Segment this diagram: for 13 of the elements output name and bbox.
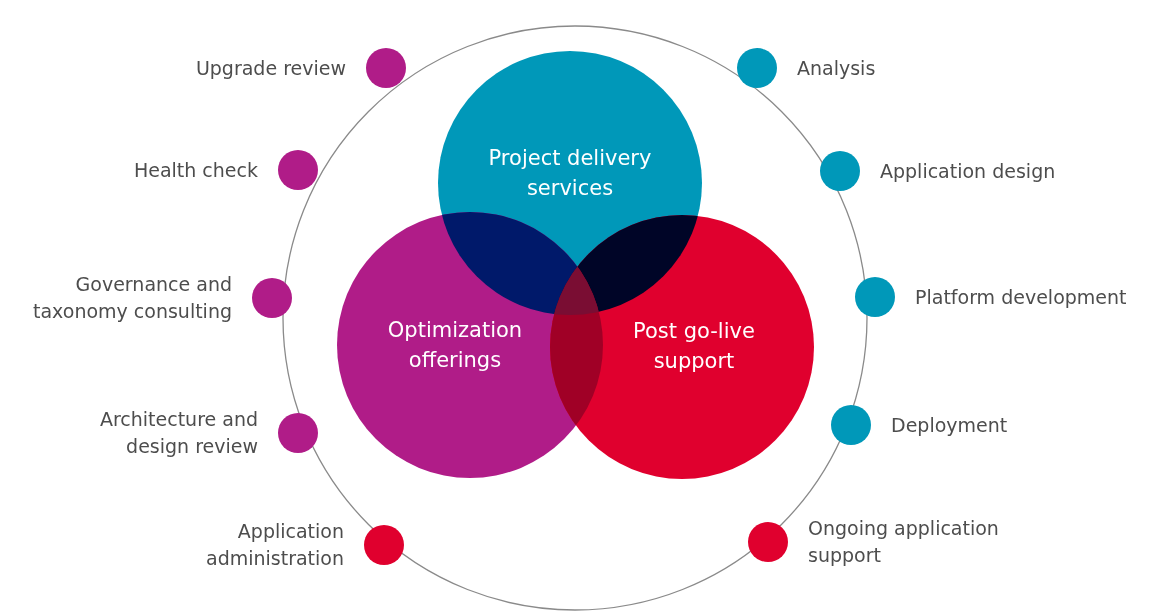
item-label: Platform development bbox=[915, 284, 1128, 310]
item-label: Ongoing application support bbox=[808, 516, 1000, 568]
circle-title: Project delivery services bbox=[487, 145, 653, 202]
item-label: Application design bbox=[880, 158, 1057, 184]
item-label: Architecture and design review bbox=[98, 407, 258, 459]
circle-title: Optimization offerings bbox=[386, 317, 524, 374]
circle-title: Post go-live support bbox=[632, 318, 756, 375]
item-label: Analysis bbox=[797, 55, 877, 81]
item-label: Application administration bbox=[205, 519, 344, 571]
item-label: Governance and taxonomy consulting bbox=[32, 272, 232, 324]
item-label: Upgrade review bbox=[194, 55, 346, 81]
item-label: Deployment bbox=[891, 412, 1009, 438]
item-label: Health check bbox=[132, 157, 258, 183]
